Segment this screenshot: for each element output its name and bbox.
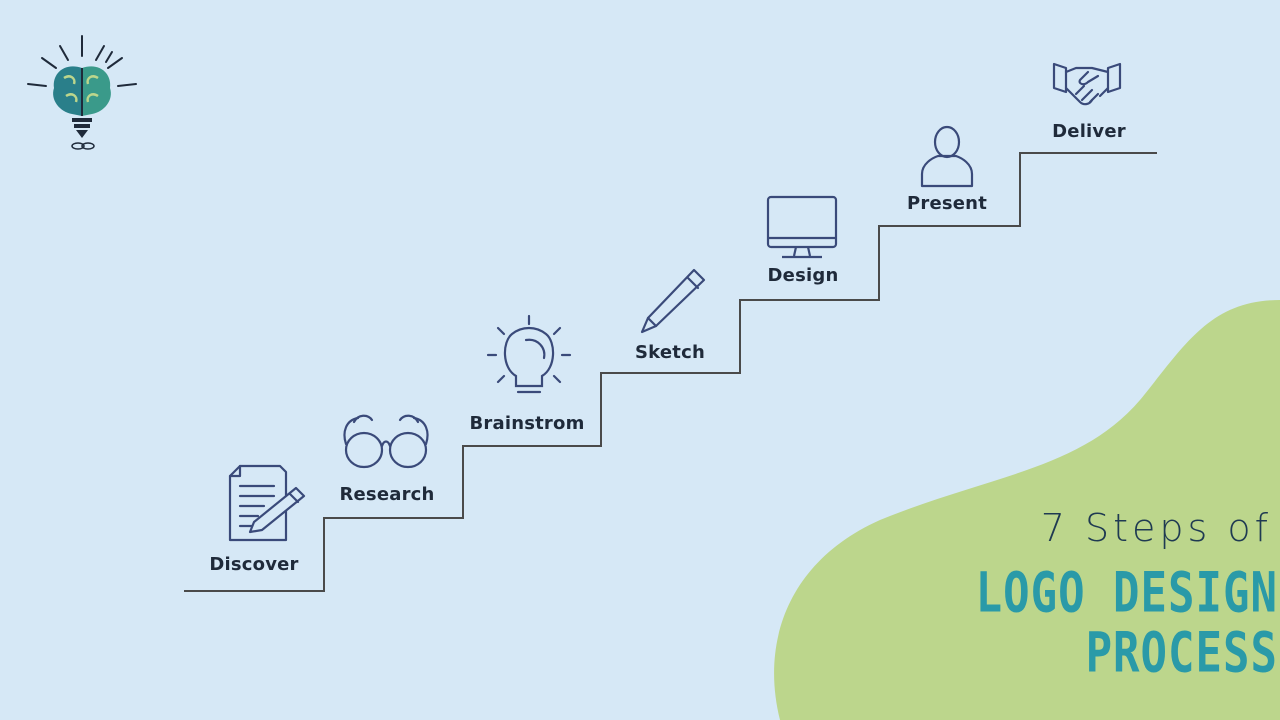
title-main-line2: PROCESS <box>1085 621 1278 686</box>
step-label-sketch: Sketch <box>635 342 705 363</box>
pencil-icon <box>640 268 706 334</box>
step-label-present: Present <box>906 193 988 214</box>
step-label-discover: Discover <box>209 554 299 575</box>
brain-lightbulb-icon <box>27 35 137 150</box>
title-main-line1: LOGO DESIGN <box>975 561 1278 626</box>
step-label-design: Design <box>767 265 839 286</box>
step-label-research: Research <box>339 484 435 505</box>
lightbulb-icon <box>486 314 572 394</box>
document-pencil-icon <box>228 464 306 542</box>
handshake-icon <box>1052 62 1122 106</box>
title-subheading: 7 Steps of <box>1040 506 1272 550</box>
glasses-icon <box>343 414 429 469</box>
staircase-line <box>184 152 1157 592</box>
step-label-brainstrom: Brainstrom <box>469 413 585 434</box>
step-label-deliver: Deliver <box>1052 121 1126 142</box>
monitor-icon <box>766 195 838 259</box>
person-icon <box>920 125 974 188</box>
green-blob <box>774 300 1280 720</box>
